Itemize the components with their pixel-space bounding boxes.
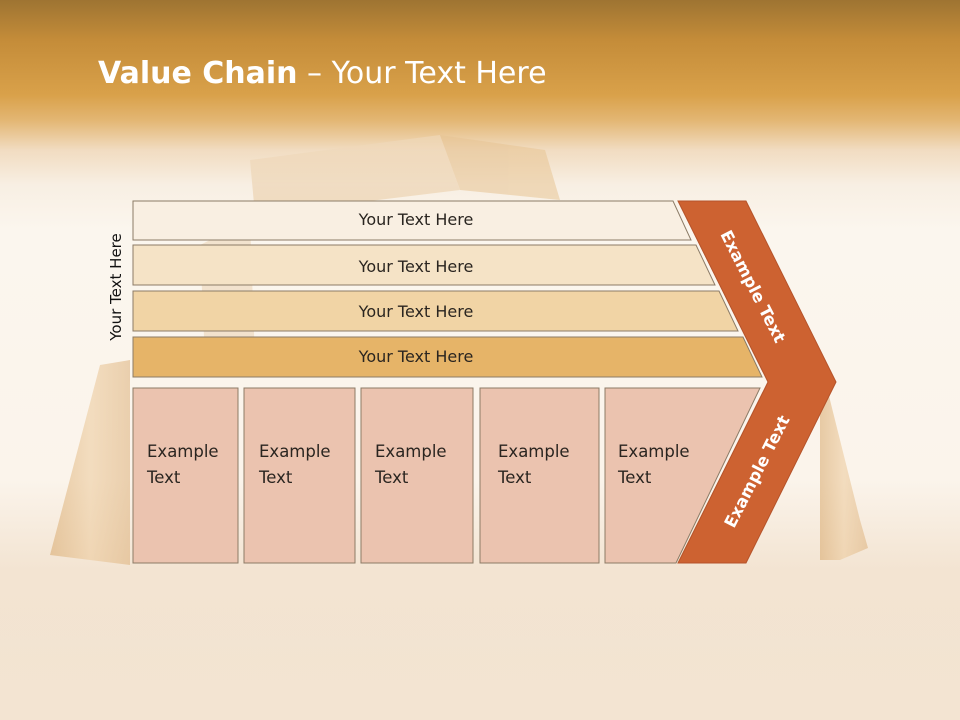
support-bar-shape (132, 336, 763, 378)
slide-title: Value Chain – Your Text Here (98, 56, 547, 91)
support-bar-label: Your Text Here (358, 347, 474, 366)
primary-activity-box (479, 387, 600, 564)
margin-chevron (677, 200, 837, 564)
support-activity-bar: Your Text Here (132, 200, 692, 241)
primary-activity-box (360, 387, 474, 564)
primary-label-line2: Text (147, 468, 181, 487)
support-activity-bar: Your Text Here (132, 336, 763, 378)
primary-label-line1: Example (375, 442, 447, 461)
primary-activity-label: Example Text (147, 439, 242, 491)
support-bar-shape (132, 244, 716, 286)
primary-activity-label: Example Text (498, 439, 593, 491)
primary-label-line1: Example (498, 442, 570, 461)
primary-activity-box (604, 387, 761, 564)
primary-label-line2: Text (259, 468, 293, 487)
primary-label-line1: Example (618, 442, 690, 461)
primary-activity-box (132, 387, 239, 564)
primary-activity-label: Example Text (375, 439, 470, 491)
primary-label-line2: Text (618, 468, 652, 487)
support-bar-label: Your Text Here (358, 257, 474, 276)
primary-label-line2: Text (498, 468, 532, 487)
support-bar-label: Your Text Here (358, 210, 474, 229)
primary-label-line1: Example (147, 442, 219, 461)
support-activity-bar: Your Text Here (132, 244, 716, 286)
support-bar-label: Your Text Here (358, 302, 474, 321)
support-activity-bar: Your Text Here (132, 290, 739, 332)
primary-activity-label: Example Text (259, 439, 354, 491)
primary-activity-label: Example Text (618, 439, 713, 491)
support-bar-shape (132, 200, 692, 241)
primary-activity-box (243, 387, 356, 564)
support-bar-shape (132, 290, 739, 332)
primary-label-line1: Example (259, 442, 331, 461)
primary-label-line2: Text (375, 468, 409, 487)
title-rest: – Your Text Here (297, 56, 547, 91)
title-bold: Value Chain (98, 56, 298, 91)
